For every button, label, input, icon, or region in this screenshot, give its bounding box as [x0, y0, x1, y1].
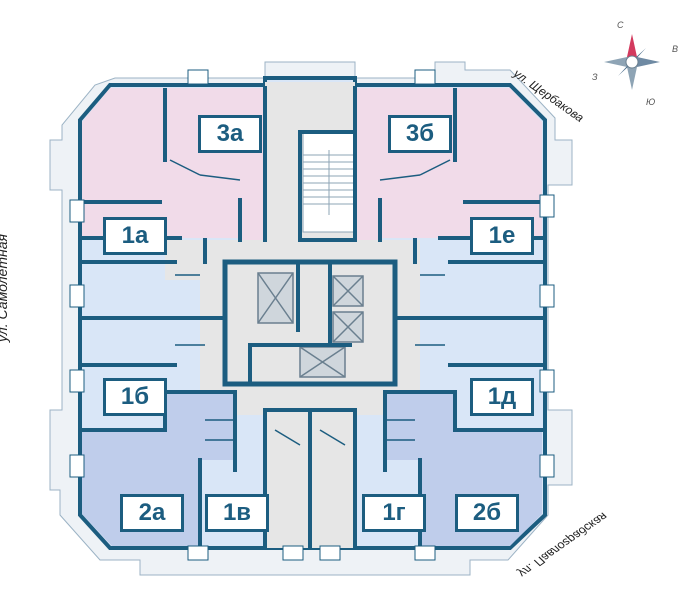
apartment-label-2b[interactable]: 2б	[455, 494, 519, 532]
windows	[69, 69, 555, 561]
stairwell	[302, 131, 356, 233]
apartment-label-1g[interactable]: 1г	[362, 494, 426, 532]
apartment-label-1a[interactable]: 1а	[103, 217, 167, 255]
apartment-label-1e[interactable]: 1е	[470, 217, 534, 255]
elevator-3	[332, 311, 364, 343]
compass-north-label: С	[617, 20, 624, 30]
elevator-4	[299, 346, 346, 378]
compass-rose	[604, 34, 660, 90]
compass-north-arrow	[627, 34, 637, 62]
compass-east-label: В	[672, 44, 679, 54]
apartment-label-1v[interactable]: 1в	[205, 494, 269, 532]
apartment-label-2a[interactable]: 2а	[120, 494, 184, 532]
interior-lines	[169, 159, 451, 446]
elevator-2	[332, 275, 364, 307]
walls	[80, 86, 544, 548]
apartment-label-1d[interactable]: 1д	[470, 378, 534, 416]
apartment-label-1b[interactable]: 1б	[103, 378, 167, 416]
elevator-1	[257, 272, 294, 324]
street-label-left: ул. Самолётная	[0, 234, 10, 342]
compass-west-label: З	[592, 72, 598, 82]
elevators	[257, 272, 364, 378]
apartment-label-3a[interactable]: 3а	[198, 115, 262, 153]
compass-south-label: Ю	[646, 97, 656, 107]
apartment-label-3b[interactable]: 3б	[388, 115, 452, 153]
